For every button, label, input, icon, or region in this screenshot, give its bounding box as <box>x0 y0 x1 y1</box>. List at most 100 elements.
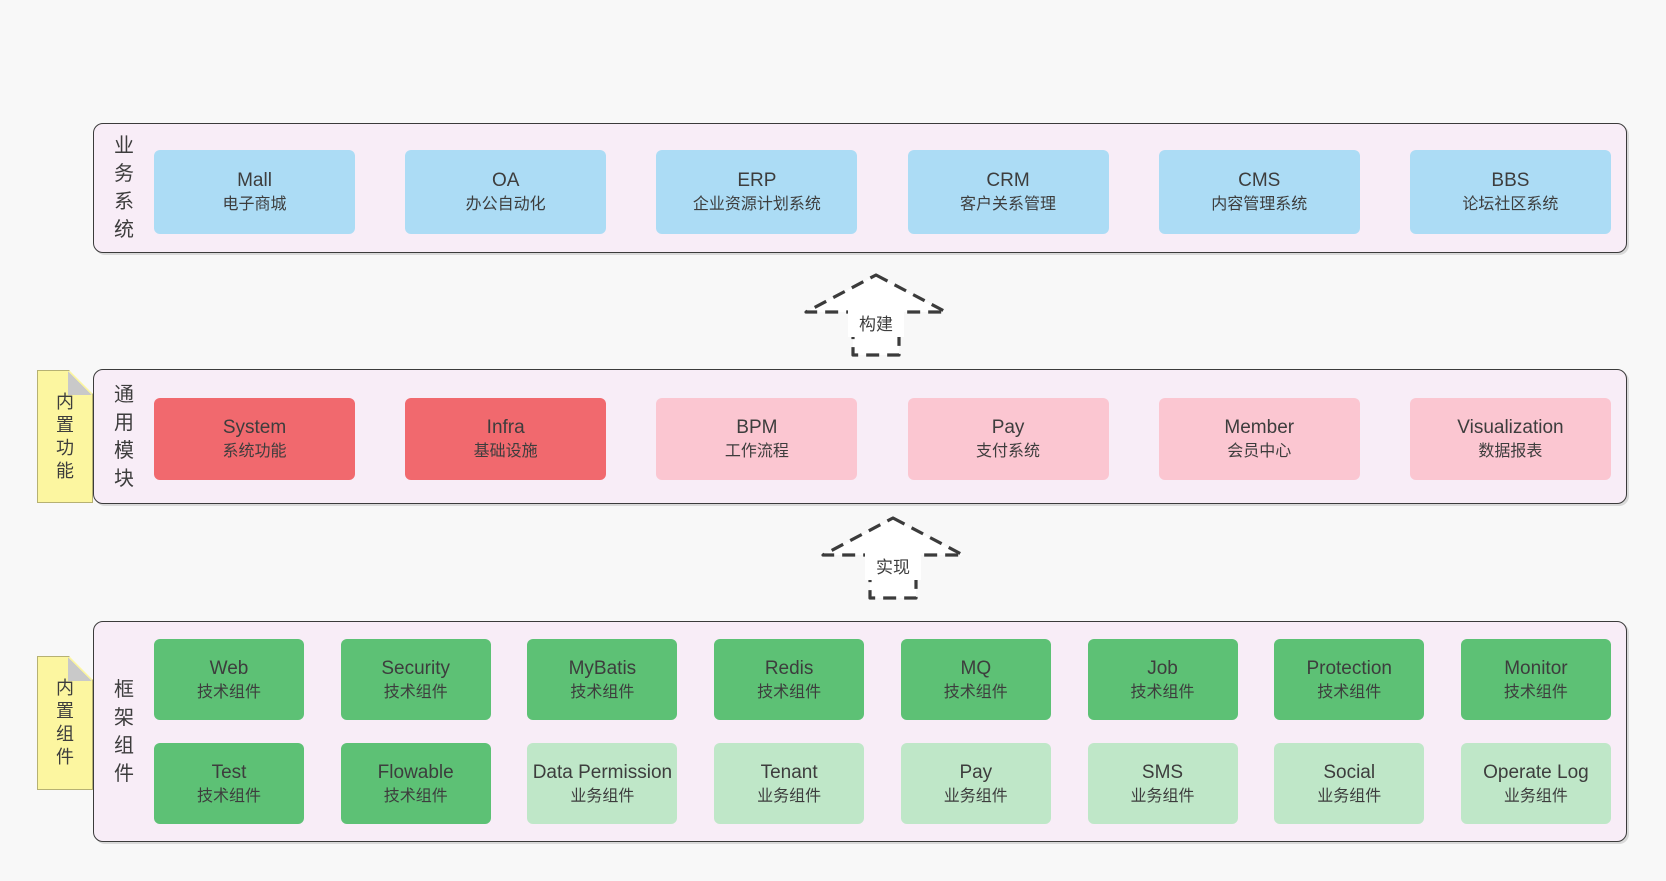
box-web: Web 技术组件 <box>154 639 304 720</box>
box-redis: Redis 技术组件 <box>714 639 865 720</box>
box-pay: Pay 支付系统 <box>907 398 1109 480</box>
band-framework-components: 框架组件 Web 技术组件 Security 技术组件 MyBatis 技术组件… <box>93 621 1627 842</box>
box-title: Job <box>1147 657 1178 679</box>
box-member: Member 会员中心 <box>1158 398 1360 480</box>
box-subtitle: 业务组件 <box>1317 787 1382 805</box>
box-subtitle: 技术组件 <box>1317 683 1382 701</box>
sticky-note-built-in-components: 内置组件 <box>37 656 93 790</box>
arrow-label-bg <box>848 309 904 337</box>
box-erp: ERP 企业资源计划系统 <box>656 150 858 234</box>
box-flowable: Flowable 技术组件 <box>340 743 491 824</box>
box-title: Protection <box>1306 657 1392 679</box>
box-title: BBS <box>1491 170 1530 191</box>
box-title: Pay <box>959 761 993 783</box>
box-subtitle: 客户关系管理 <box>960 196 1057 213</box>
box-title: CRM <box>986 170 1030 191</box>
sticky-note-built-in-features: 内置功能 <box>37 370 93 503</box>
box-title: Visualization <box>1457 417 1564 438</box>
box-title: Security <box>381 657 451 679</box>
box-job: Job 技术组件 <box>1087 639 1238 720</box>
band-label: 框架组件 <box>94 622 154 841</box>
box-title: OA <box>491 170 520 191</box>
box-mq: MQ 技术组件 <box>900 639 1051 720</box>
box-subtitle: 业务组件 <box>1130 787 1195 805</box>
box-oa: OA 办公自动化 <box>405 150 607 234</box>
up-arrow-build: 构建 <box>804 273 948 357</box>
box-system: System 系统功能 <box>154 398 355 480</box>
box-data-permission: Data Permission 业务组件 <box>527 743 678 824</box>
sticky-note-text: 内置功能 <box>56 391 74 481</box>
box-subtitle: 办公自动化 <box>465 196 546 213</box>
box-subtitle: 业务组件 <box>943 787 1008 805</box>
box-title: Infra <box>486 417 525 438</box>
box-protection: Protection 技术组件 <box>1274 639 1425 720</box>
box-title: ERP <box>737 170 777 191</box>
box-subtitle: 工作流程 <box>724 443 789 460</box>
box-title: Monitor <box>1504 657 1568 679</box>
box-pay-business: Pay 业务组件 <box>900 743 1051 824</box>
box-subtitle: 基础设施 <box>473 443 538 460</box>
box-title: Pay <box>991 417 1025 438</box>
box-subtitle: 技术组件 <box>757 683 822 701</box>
box-subtitle: 数据报表 <box>1478 443 1543 460</box>
box-subtitle: 论坛社区系统 <box>1462 196 1559 213</box>
box-subtitle: 技术组件 <box>570 683 635 701</box>
box-sms: SMS 业务组件 <box>1087 743 1238 824</box>
box-subtitle: 技术组件 <box>196 683 261 701</box>
business-systems-row: Mall 电子商城 OA 办公自动化 ERP 企业资源计划系统 CRM 客户关系… <box>154 150 1611 234</box>
box-title: SMS <box>1141 761 1184 783</box>
box-title: MyBatis <box>568 657 637 679</box>
box-bbs: BBS 论坛社区系统 <box>1409 150 1611 234</box>
box-monitor: Monitor 技术组件 <box>1460 639 1611 720</box>
folded-corner-icon <box>68 371 92 395</box>
folded-corner-icon <box>68 657 92 681</box>
box-title: Web <box>209 657 249 679</box>
sticky-note-text: 内置组件 <box>56 678 74 767</box>
box-subtitle: 会员中心 <box>1227 443 1292 460</box>
box-title: Tenant <box>760 761 818 783</box>
box-title: Data Permission <box>532 761 673 783</box>
up-arrow-implement: 实现 <box>821 516 965 600</box>
box-infra: Infra 基础设施 <box>405 398 607 480</box>
box-subtitle: 技术组件 <box>196 787 261 805</box>
box-tenant: Tenant 业务组件 <box>714 743 865 824</box>
band-label: 业务系统 <box>94 124 154 252</box>
band-label-text: 框架组件 <box>114 678 134 785</box>
box-subtitle: 支付系统 <box>976 443 1041 460</box>
box-title: BPM <box>736 417 778 438</box>
arrow-label-bg <box>865 552 921 580</box>
box-subtitle: 技术组件 <box>383 683 448 701</box>
box-crm: CRM 客户关系管理 <box>907 150 1109 234</box>
box-subtitle: 技术组件 <box>1503 683 1568 701</box>
box-subtitle: 技术组件 <box>943 683 1008 701</box>
box-security: Security 技术组件 <box>340 639 491 720</box>
common-modules-row: System 系统功能 Infra 基础设施 BPM 工作流程 Pay 支付系统… <box>154 398 1611 480</box>
box-subtitle: 企业资源计划系统 <box>692 196 821 213</box>
box-operate-log: Operate Log 业务组件 <box>1460 743 1611 824</box>
box-subtitle: 技术组件 <box>383 787 448 805</box>
box-title: Flowable <box>377 761 454 783</box>
box-title: Redis <box>764 657 814 679</box>
band-label-text: 业务系统 <box>114 135 134 241</box>
box-title: Mall <box>237 170 272 191</box>
box-title: Operate Log <box>1483 761 1589 783</box>
box-subtitle: 业务组件 <box>570 787 635 805</box>
box-mybatis: MyBatis 技术组件 <box>527 639 678 720</box>
arrow-label: 实现 <box>876 558 910 577</box>
box-subtitle: 内容管理系统 <box>1211 196 1308 213</box>
box-test: Test 技术组件 <box>154 743 304 824</box>
box-cms: CMS 内容管理系统 <box>1158 150 1360 234</box>
box-subtitle: 技术组件 <box>1130 683 1195 701</box>
box-subtitle: 业务组件 <box>1503 787 1568 805</box>
band-label-text: 通用模块 <box>114 383 134 490</box>
box-subtitle: 业务组件 <box>757 787 822 805</box>
framework-components-row-1: Web 技术组件 Security 技术组件 MyBatis 技术组件 Redi… <box>154 639 1611 720</box>
box-title: Member <box>1224 417 1295 438</box>
box-subtitle: 系统功能 <box>222 443 287 460</box>
box-visualization: Visualization 数据报表 <box>1409 398 1611 480</box>
box-mall: Mall 电子商城 <box>154 150 355 234</box>
box-title: Social <box>1323 761 1376 783</box>
band-business-systems: 业务系统 Mall 电子商城 OA 办公自动化 ERP 企业资源计划系统 CRM… <box>93 123 1627 253</box>
box-bpm: BPM 工作流程 <box>656 398 858 480</box>
